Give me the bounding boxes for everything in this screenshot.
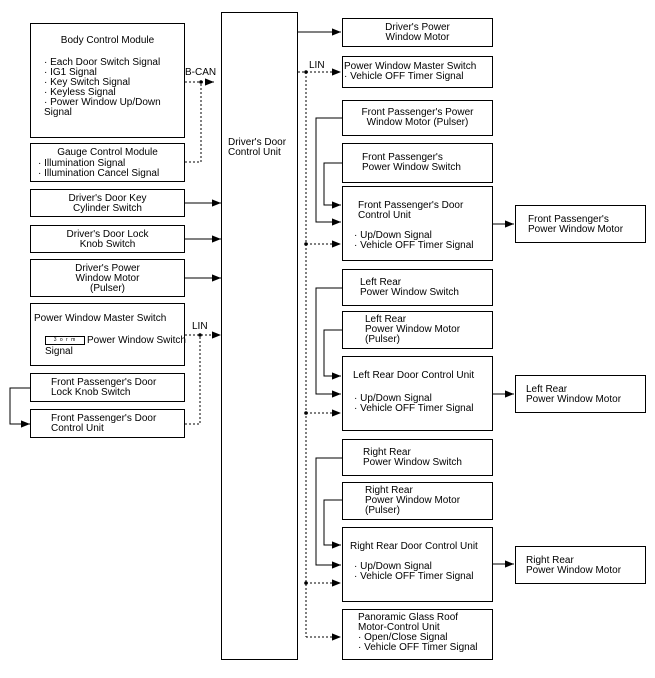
drivers-pw-motor-box: Driver's Power Window Motor (Pulser) bbox=[30, 259, 185, 297]
body-control-module-box: Body Control Module · Each Door Switch S… bbox=[30, 23, 185, 138]
lin-bus-right bbox=[298, 71, 307, 637]
lr-pulser-line bbox=[323, 329, 342, 380]
master-signal-2: Signal bbox=[45, 346, 73, 357]
drivers-door-control-unit: Driver's Door Control Unit bbox=[221, 12, 298, 660]
master-signal-1: Power Window Switch bbox=[87, 335, 186, 347]
fp-pulser-label: Front Passenger's Power Window Motor (Pu… bbox=[361, 107, 474, 128]
fp-pw-switch-box: Front Passenger's Power Window Switch bbox=[342, 143, 493, 183]
master-out-label: Power Window Master Switch · Vehicle OFF… bbox=[344, 61, 477, 82]
rr-pw-motor-out-box: Right Rear Power Window Motor bbox=[515, 546, 646, 584]
gcm-title: Gauge Control Module bbox=[57, 147, 158, 158]
lr-dcu-signals: · Up/Down Signal · Vehicle OFF Timer Sig… bbox=[354, 393, 474, 414]
fp-door-control-unit-out-box: Front Passenger's Door Control Unit · Up… bbox=[342, 186, 493, 261]
master-switch-out-box: Power Window Master Switch · Vehicle OFF… bbox=[342, 56, 493, 88]
rr-pulser-label: Right Rear Power Window Motor (Pulser) bbox=[365, 485, 461, 516]
lock-knob-switch-box: Driver's Door Lock Knob Switch bbox=[30, 225, 185, 253]
lr-dcu-title: Left Rear Door Control Unit bbox=[353, 370, 475, 381]
roof-label: Panoramic Glass Roof Motor-Control Unit … bbox=[358, 612, 478, 653]
fp-dcu-lin-line bbox=[185, 335, 201, 425]
fp-knob-feedback-line bbox=[9, 387, 30, 428]
rr-pw-motor-pulser-box: Right Rear Power Window Motor (Pulser) bbox=[342, 482, 493, 520]
key-cylinder-label: Driver's Door Key Cylinder Switch bbox=[68, 193, 147, 214]
fp-dcu-label: Front Passenger's Door Control Unit bbox=[51, 413, 157, 434]
fp-out-label: Front Passenger's Power Window Motor bbox=[528, 214, 624, 235]
lr-door-control-unit-box: Left Rear Door Control Unit · Up/Down Si… bbox=[342, 356, 493, 431]
bcan-junction bbox=[199, 80, 203, 84]
rr-dcu-title: Right Rear Door Control Unit bbox=[350, 541, 478, 552]
lin-label-left: LIN bbox=[192, 321, 208, 332]
fp-knob-label: Front Passenger's Door Lock Knob Switch bbox=[51, 377, 157, 398]
lr-pw-motor-out-box: Left Rear Power Window Motor bbox=[515, 375, 646, 413]
drivers-pw-motor-out-box: Driver's Power Window Motor bbox=[342, 18, 493, 47]
rr-door-control-unit-box: Right Rear Door Control Unit · Up/Down S… bbox=[342, 527, 493, 602]
rr-switch-line bbox=[315, 457, 342, 569]
rr-pw-switch-box: Right Rear Power Window Switch bbox=[342, 439, 493, 476]
rr-pulser-line bbox=[323, 499, 342, 549]
fp-lock-knob-box: Front Passenger's Door Lock Knob Switch bbox=[30, 373, 185, 402]
lin-label-right: LIN bbox=[309, 60, 325, 71]
fp-pw-motor-pulser-box: Front Passenger's Power Window Motor (Pu… bbox=[342, 100, 493, 136]
lr-switch-line bbox=[315, 287, 342, 398]
lr-pw-switch-box: Left Rear Power Window Switch bbox=[342, 269, 493, 306]
rr-dcu-signals: · Up/Down Signal · Vehicle OFF Timer Sig… bbox=[354, 561, 474, 582]
bcm-signals: · Each Door Switch Signal · IG1 Signal ·… bbox=[44, 57, 161, 118]
lr-pw-motor-pulser-box: Left Rear Power Window Motor (Pulser) bbox=[342, 311, 493, 349]
switch-chip-icon: 3 o r m bbox=[45, 336, 85, 345]
fp-switch-line bbox=[323, 162, 342, 209]
key-cylinder-switch-box: Driver's Door Key Cylinder Switch bbox=[30, 189, 185, 217]
fp-pw-motor-out-box: Front Passenger's Power Window Motor bbox=[515, 205, 646, 243]
fp-dcu-out-title: Front Passenger's Door Control Unit bbox=[358, 200, 464, 221]
fp-door-control-unit-box: Front Passenger's Door Control Unit bbox=[30, 409, 185, 438]
drv-motor-label: Driver's Power Window Motor bbox=[385, 22, 450, 43]
pw-motor-label: Driver's Power Window Motor (Pulser) bbox=[75, 263, 140, 294]
fp-switch-label: Front Passenger's Power Window Switch bbox=[362, 152, 461, 173]
center-label: Driver's Door Control Unit bbox=[228, 137, 287, 158]
rr-out-label: Right Rear Power Window Motor bbox=[526, 555, 622, 576]
lin-junction-left bbox=[198, 333, 202, 337]
fp-dcu-out-signals: · Up/Down Signal · Vehicle OFF Timer Sig… bbox=[354, 230, 474, 251]
rr-switch-label: Right Rear Power Window Switch bbox=[363, 447, 462, 468]
bcm-title: Body Control Module bbox=[60, 35, 155, 46]
lr-switch-label: Left Rear Power Window Switch bbox=[360, 277, 459, 298]
gcm-bcan-line bbox=[185, 82, 202, 163]
lock-knob-label: Driver's Door Lock Knob Switch bbox=[66, 229, 149, 250]
lr-pulser-label: Left Rear Power Window Motor (Pulser) bbox=[365, 314, 461, 345]
gauge-control-module-box: Gauge Control Module · Illumination Sign… bbox=[30, 143, 185, 182]
gcm-signals: · Illumination Signal · Illumination Can… bbox=[38, 158, 160, 179]
master-title: Power Window Master Switch bbox=[34, 313, 167, 324]
lr-out-label: Left Rear Power Window Motor bbox=[526, 384, 622, 405]
fp-pulser-line bbox=[315, 117, 342, 226]
panoramic-roof-unit-box: Panoramic Glass Roof Motor-Control Unit … bbox=[342, 609, 493, 660]
bcan-label: B-CAN bbox=[185, 67, 217, 78]
